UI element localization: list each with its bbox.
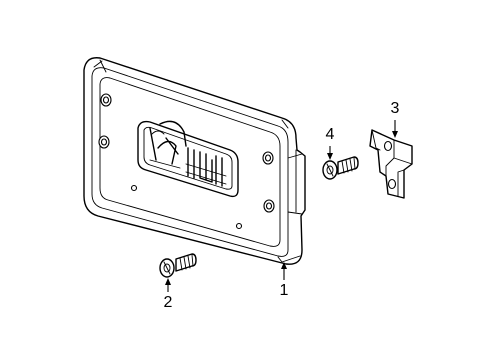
callout-1: 1 <box>279 282 289 299</box>
leader-line-1 <box>281 262 287 280</box>
leader-line-4 <box>327 146 333 160</box>
leader-line-3 <box>392 120 398 138</box>
callout-3: 3 <box>390 100 400 117</box>
license-plate-bracket <box>83 57 306 265</box>
leader-line-2 <box>165 278 171 292</box>
bolt-lower <box>159 253 197 278</box>
bolt-upper <box>322 156 359 180</box>
callout-2: 2 <box>163 294 173 311</box>
callout-4: 4 <box>325 126 335 143</box>
mounting-clip <box>369 129 413 199</box>
